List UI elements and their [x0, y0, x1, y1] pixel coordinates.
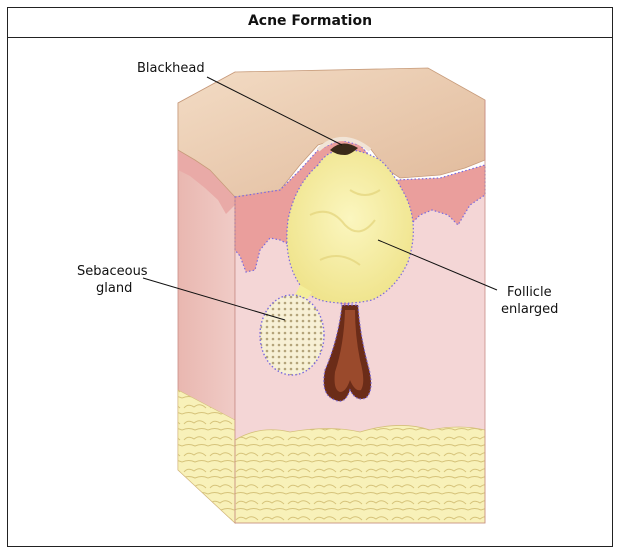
label-sebaceous-line2: gland	[96, 281, 132, 296]
label-sebaceous-line1: Sebaceous	[77, 264, 148, 279]
label-follicle-line2: enlarged	[501, 302, 558, 317]
label-blackhead: Blackhead	[137, 61, 205, 76]
sebaceous-gland	[260, 295, 324, 375]
fat-layer-front	[235, 425, 485, 523]
label-follicle-line1: Follicle	[507, 285, 552, 300]
